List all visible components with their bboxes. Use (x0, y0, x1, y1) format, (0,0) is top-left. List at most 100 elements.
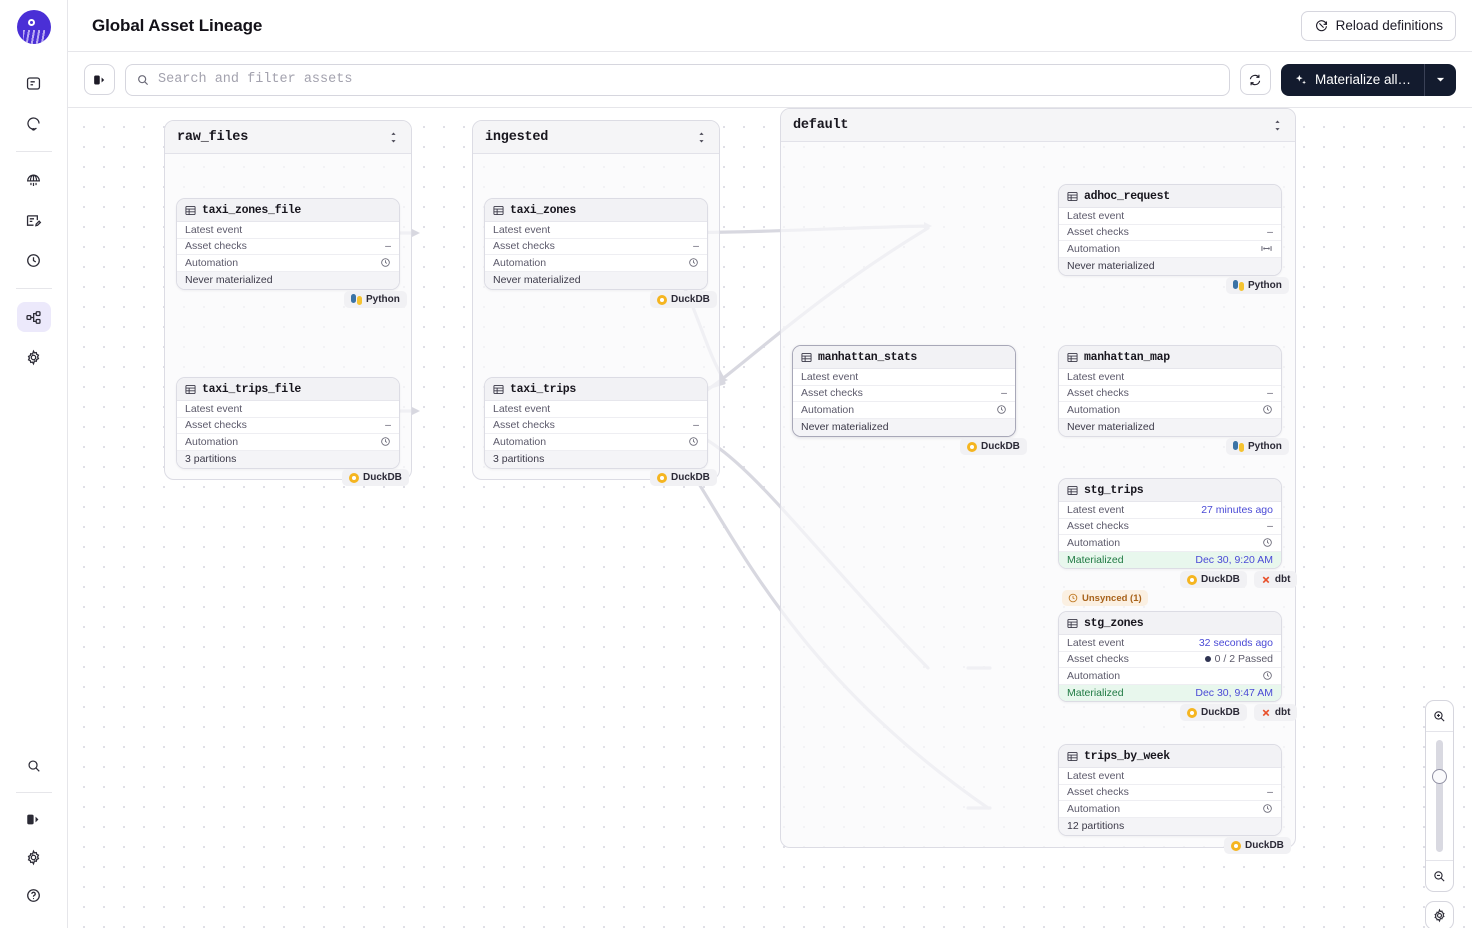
asset-node-adhoc-request[interactable]: adhoc_request Latest event Asset checks–… (1058, 184, 1282, 276)
zoom-slider-handle[interactable] (1432, 769, 1447, 784)
asset-tags: DuckDB dbt (1180, 571, 1298, 588)
group-header[interactable]: raw_files (165, 121, 411, 154)
materialize-dropdown-caret[interactable] (1425, 64, 1456, 96)
python-logo (1233, 441, 1244, 452)
asset-node-header[interactable]: trips_by_week (1059, 745, 1281, 768)
tag-duckdb[interactable]: DuckDB (650, 291, 717, 308)
group-header[interactable]: ingested (473, 121, 719, 154)
table-icon (1067, 618, 1078, 628)
tag-duckdb[interactable]: DuckDB (650, 469, 717, 486)
sidebar-help-button[interactable] (17, 880, 51, 910)
check-status-dot (1204, 656, 1211, 663)
gear-icon (1434, 908, 1445, 923)
tag-duckdb[interactable]: DuckDB (1224, 837, 1291, 854)
reload-definitions-button[interactable]: Reload definitions (1300, 10, 1456, 41)
materialize-all-button[interactable]: Materialize all… (1280, 63, 1456, 96)
sidebar-item-overview[interactable] (17, 68, 51, 98)
dagster-logo[interactable] (16, 10, 51, 44)
asset-node-header[interactable]: adhoc_request (1059, 185, 1281, 208)
help-icon (27, 888, 40, 902)
asset-row-automation: Automation (177, 255, 399, 272)
asset-node-header[interactable]: manhattan_stats (793, 346, 1015, 369)
asset-node-trips-by-week[interactable]: trips_by_week Latest event Asset checks–… (1058, 744, 1282, 836)
refresh-button[interactable] (1239, 64, 1271, 95)
collapse-icon[interactable] (388, 132, 399, 143)
asset-node-title: stg_zones (1084, 616, 1144, 630)
search-input[interactable] (158, 72, 1219, 87)
asset-row-asset-checks: Asset checks– (1059, 386, 1281, 403)
duckdb-logo (1187, 574, 1197, 585)
group-title: raw_files (177, 129, 249, 145)
asset-node-header[interactable]: manhattan_map (1059, 346, 1281, 369)
asset-node-header[interactable]: stg_zones (1059, 612, 1281, 635)
tag-python[interactable]: Python (1226, 277, 1289, 294)
zoom-in-button[interactable] (1426, 701, 1453, 731)
graph-settings-button[interactable] (1425, 901, 1454, 928)
duckdb-logo (657, 472, 667, 483)
unsynced-badge[interactable]: Unsynced (1) (1062, 590, 1148, 606)
gear-icon (27, 349, 40, 365)
asset-row-automation: Automation (1059, 241, 1281, 258)
lineage-icon (26, 310, 41, 324)
zoom-slider-track[interactable] (1426, 731, 1453, 861)
clock-icon (27, 253, 40, 267)
zoom-out-button[interactable] (1426, 861, 1453, 891)
table-icon (1067, 485, 1078, 495)
asset-node-taxi-trips-file[interactable]: taxi_trips_file Latest event Asset check… (176, 377, 400, 469)
tag-python[interactable]: Python (344, 291, 407, 308)
asset-node-header[interactable]: taxi_trips_file (177, 378, 399, 401)
sidebar-item-asset-lineage[interactable] (16, 302, 51, 332)
asset-node-header[interactable]: taxi_trips (485, 378, 707, 401)
zoom-slider-group[interactable] (1425, 700, 1454, 892)
sidebar-item-jobs[interactable] (17, 205, 51, 235)
panel-toggle-button[interactable] (84, 64, 115, 95)
tag-duckdb[interactable]: DuckDB (342, 469, 409, 486)
asset-node-title: stg_trips (1084, 483, 1144, 497)
sidebar-search-button[interactable] (17, 751, 51, 781)
sidebar-item-settings[interactable] (17, 342, 51, 372)
asset-node-manhattan-map[interactable]: manhattan_map Latest event Asset checks–… (1058, 345, 1282, 437)
asset-node-manhattan-stats[interactable]: manhattan_stats Latest event Asset check… (792, 345, 1016, 437)
asset-row-status: 3 partitions (177, 450, 399, 468)
sidebar-item-deployment[interactable] (17, 165, 51, 195)
search-icon (27, 760, 40, 772)
asset-node-header[interactable]: taxi_zones (485, 199, 707, 222)
asset-node-title: manhattan_map (1084, 350, 1170, 364)
sidebar-expand-panel-button[interactable] (17, 804, 51, 834)
clock-icon (689, 258, 698, 268)
refresh-icon (1250, 74, 1261, 85)
sidebar-item-runs[interactable] (17, 108, 51, 138)
asset-node-header[interactable]: stg_trips (1059, 479, 1281, 502)
asset-row-latest-event: Latest event (793, 369, 1015, 386)
asset-node-taxi-zones[interactable]: taxi_zones Latest event Asset checks– Au… (484, 198, 708, 290)
lineage-canvas[interactable]: raw_files ingested (68, 108, 1472, 928)
asset-node-taxi-zones-file[interactable]: taxi_zones_file Latest event Asset check… (176, 198, 400, 290)
asset-row-automation: Automation (1059, 535, 1281, 552)
asset-row-status: 12 partitions (1059, 817, 1281, 835)
sidebar-item-schedules[interactable] (17, 245, 51, 275)
collapse-icon[interactable] (696, 132, 707, 143)
asset-node-header[interactable]: taxi_zones_file (177, 199, 399, 222)
asset-row-latest-event: Latest event (1059, 369, 1281, 386)
tag-python[interactable]: Python (1226, 438, 1289, 455)
asset-row-automation: Automation (793, 402, 1015, 419)
search-input-wrapper[interactable] (125, 63, 1230, 96)
group-header[interactable]: default (781, 109, 1295, 142)
tag-dbt[interactable]: dbt (1253, 571, 1298, 588)
asset-row-asset-checks: Asset checks– (177, 239, 399, 256)
asset-row-status: Never materialized (1059, 257, 1281, 275)
tag-dbt[interactable]: dbt (1253, 704, 1298, 721)
table-icon (493, 384, 504, 394)
tag-duckdb[interactable]: DuckDB (1180, 571, 1247, 588)
tag-duckdb[interactable]: DuckDB (1180, 704, 1247, 721)
tag-duckdb[interactable]: DuckDB (960, 438, 1027, 455)
sidebar-bottom-settings-button[interactable] (17, 842, 51, 872)
table-icon (1067, 191, 1078, 201)
asset-node-title: adhoc_request (1084, 189, 1170, 203)
asset-node-taxi-trips[interactable]: taxi_trips Latest event Asset checks– Au… (484, 377, 708, 469)
collapse-icon[interactable] (1272, 120, 1283, 131)
